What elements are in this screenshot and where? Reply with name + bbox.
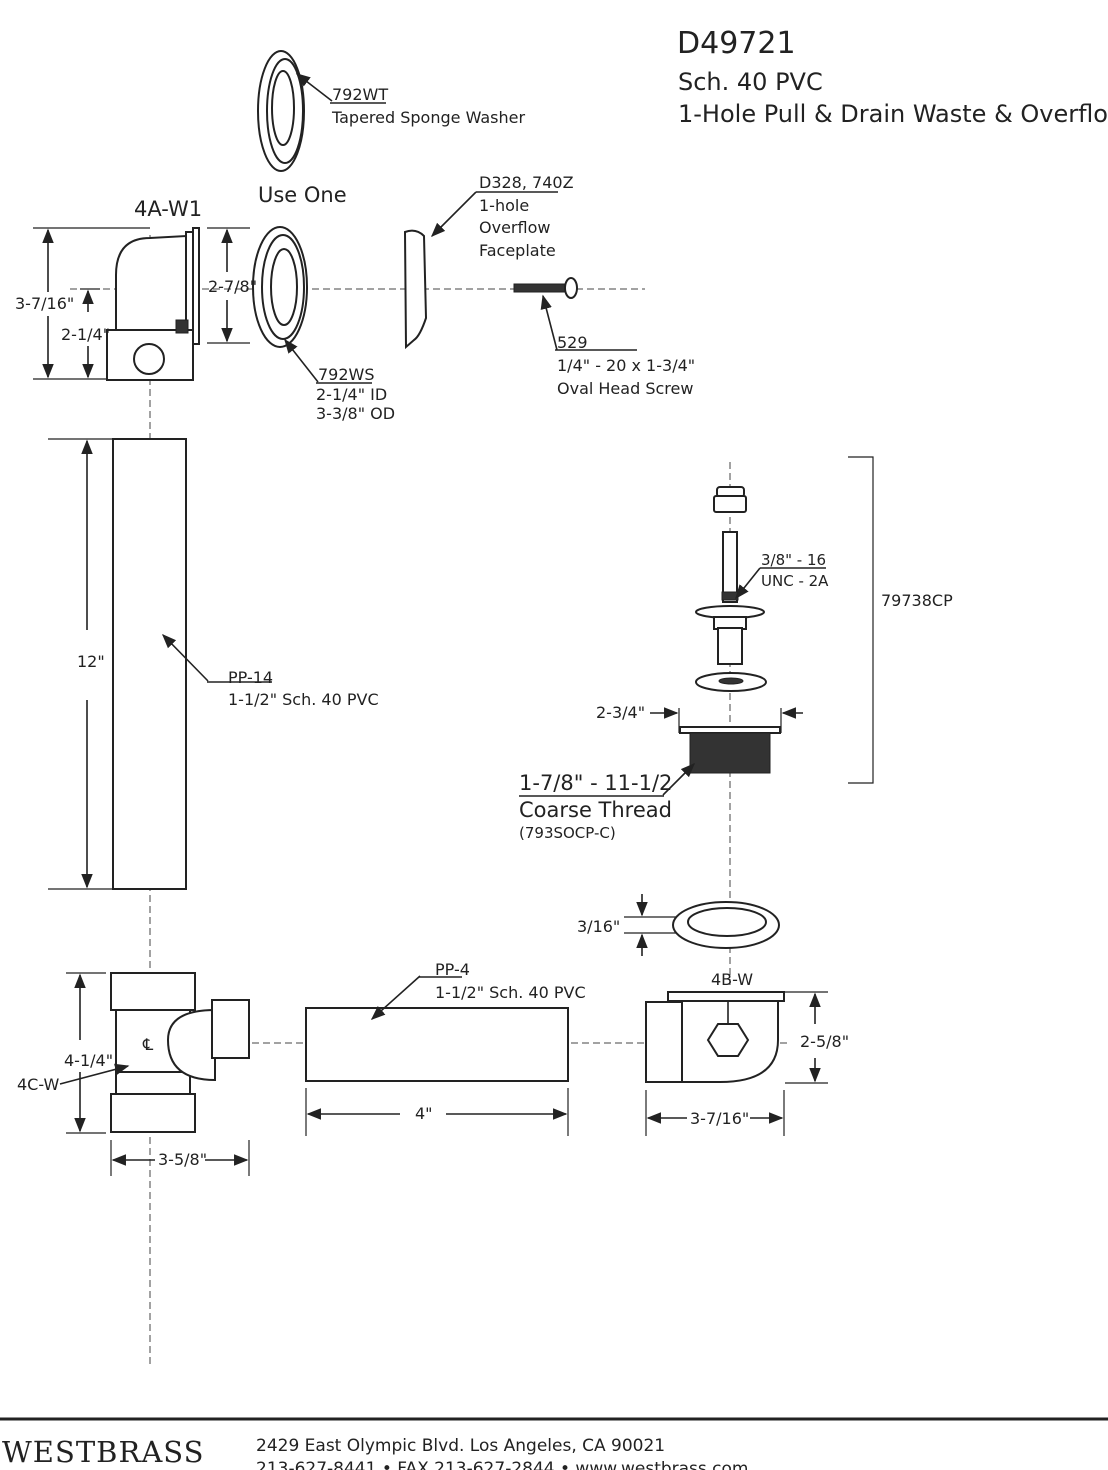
washer-792wt-code: 792WT	[332, 85, 388, 104]
washer-792ws-id: 2-1/4" ID	[316, 385, 387, 404]
pipe-pp14: 12" PP-14 1-1/2" Sch. 40 PVC	[48, 438, 379, 890]
elbow-dimensions: 3-7/16" 2-1/4"	[15, 227, 150, 380]
screw-code: 529	[557, 333, 588, 352]
faceplate-code: D328, 740Z	[479, 173, 574, 192]
screw-name: Oval Head Screw	[557, 379, 693, 398]
stopper-thread-2: UNC - 2A	[761, 572, 829, 590]
pipe-pp4: PP-4 1-1/2" Sch. 40 PVC 4"	[305, 960, 586, 1136]
shoe-4bw-code: 4B-W	[711, 970, 753, 989]
drain-shoe: 4B-W 2-5/8" 3-7/16"	[645, 970, 849, 1136]
strainer-code: (793SOCP-C)	[519, 824, 616, 842]
footer-contact: 213-627-8441 • FAX 213-627-2844 • www.we…	[256, 1459, 749, 1470]
dim-shoe-height: 2-5/8"	[800, 1032, 849, 1051]
dim-elbow-center: 2-1/4"	[61, 325, 110, 344]
title-block: D49721 Sch. 40 PVC 1-Hole Pull & Drain W…	[677, 26, 1108, 128]
dim-shoe-width: 3-7/16"	[690, 1109, 749, 1128]
strainer-gasket: 3/16"	[577, 894, 780, 956]
use-one-note: Use One	[258, 183, 347, 207]
oval-head-screw: 529 1/4" - 20 x 1-3/4" Oval Head Screw	[513, 277, 695, 398]
pipe-pp4-spec: 1-1/2" Sch. 40 PVC	[435, 983, 586, 1002]
waste-tee: ℄ 4-1/4" 4C-W 3-5/8"	[17, 972, 250, 1176]
stopper-thread-1: 3/8" - 16	[761, 551, 826, 569]
centerline-mark: ℄	[142, 1035, 154, 1054]
overflow-faceplate: D328, 740Z 1-hole Overflow Faceplate	[403, 173, 574, 350]
washer-792ws-od: 3-3/8" OD	[316, 404, 395, 423]
footer-address: 2429 East Olympic Blvd. Los Angeles, CA …	[256, 1436, 665, 1456]
strainer-thread-name: Coarse Thread	[519, 798, 672, 822]
screw-size: 1/4" - 20 x 1-3/4"	[557, 356, 695, 375]
washer-792wt-name: Tapered Sponge Washer	[331, 108, 525, 127]
dim-pipe-length: 12"	[77, 652, 105, 671]
flat-sponge-washer: 2-7/8" 792WS 2-1/4" ID 3-3/8" OD	[207, 226, 395, 423]
footer: WESTBRASS 2429 East Olympic Blvd. Los An…	[0, 1417, 1108, 1470]
pipe-pp4-code: PP-4	[435, 960, 470, 979]
faceplate-line1: 1-hole	[479, 196, 529, 215]
dim-tee-height: 4-1/4"	[64, 1051, 113, 1070]
dim-pp4-length: 4"	[415, 1104, 433, 1123]
material-spec: Sch. 40 PVC	[678, 68, 823, 96]
dim-gasket-thickness: 3/16"	[577, 917, 620, 936]
stopper-assembly: 79738CP 3/8" - 16 UNC - 2A	[695, 456, 953, 784]
pipe-pp14-code: PP-14	[228, 668, 273, 687]
dim-washer-height: 2-7/8"	[208, 277, 257, 296]
dim-flange-width: 2-3/4"	[596, 703, 645, 722]
pipe-pp14-spec: 1-1/2" Sch. 40 PVC	[228, 690, 379, 709]
washer-792ws-code: 792WS	[318, 365, 375, 384]
stopper-code: 79738CP	[881, 591, 953, 610]
elbow-4aw1-code: 4A-W1	[134, 197, 202, 221]
model-number: D49721	[677, 26, 796, 61]
tapered-sponge-washer: 792WT Tapered Sponge Washer	[257, 50, 525, 172]
strainer-thread: 1-7/8" - 11-1/2	[519, 771, 672, 795]
tee-4cw-code: 4C-W	[17, 1075, 59, 1094]
dim-elbow-height: 3-7/16"	[15, 294, 74, 313]
drain-strainer: 2-3/4" 1-7/8" - 11-1/2 Coarse Thread (79…	[519, 703, 803, 842]
brand-logo: WESTBRASS	[2, 1435, 205, 1469]
overflow-elbow: 4A-W1	[106, 197, 202, 381]
dim-tee-width: 3-5/8"	[158, 1150, 207, 1169]
faceplate-line2: Overflow	[479, 218, 550, 237]
product-description: 1-Hole Pull & Drain Waste & Overflow	[678, 100, 1108, 128]
faceplate-line3: Faceplate	[479, 241, 556, 260]
